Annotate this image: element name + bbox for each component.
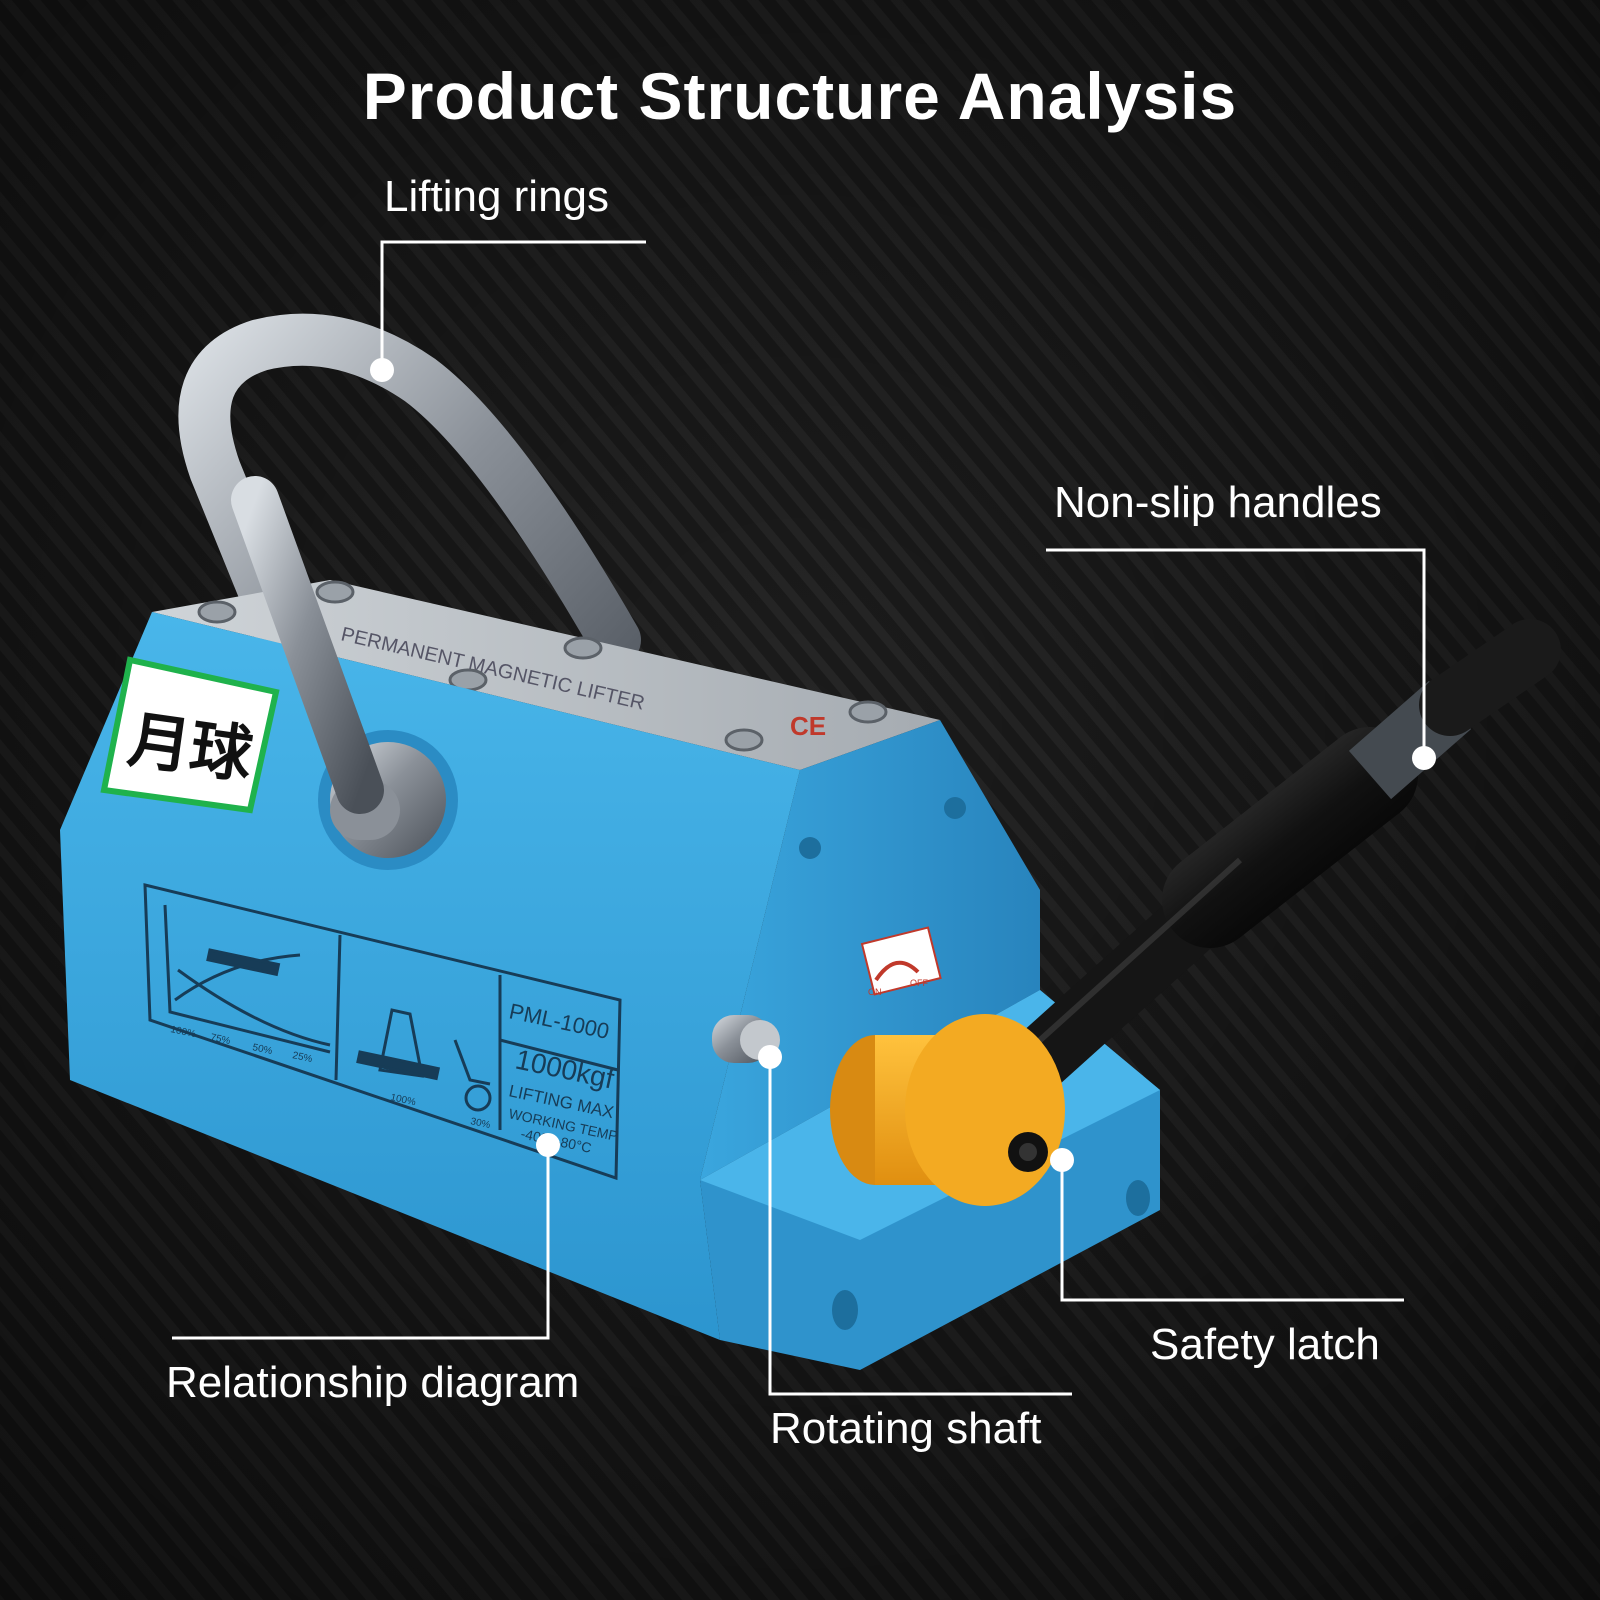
svg-text:100%: 100% bbox=[389, 1092, 416, 1108]
top-bolts bbox=[197, 580, 888, 752]
lifting-ring-front-arm bbox=[231, 476, 384, 814]
mount-holes bbox=[799, 797, 1150, 1330]
callout-relationship-diagram: Relationship diagram bbox=[166, 1358, 580, 1407]
callout-lifting-rings: Lifting rings bbox=[384, 172, 610, 221]
callout-rotating-shaft: Rotating shaft bbox=[770, 1404, 1042, 1453]
callout-non-slip-handles: Non-slip handles bbox=[1054, 478, 1382, 527]
shaft-cap-icon bbox=[830, 1014, 1065, 1206]
svg-text:75%: 75% bbox=[209, 1032, 231, 1047]
callout-lines bbox=[172, 240, 1426, 1396]
svg-text:25%: 25% bbox=[291, 1050, 313, 1065]
svg-text:OFF: OFF bbox=[910, 978, 928, 988]
svg-text:100%: 100% bbox=[169, 1024, 196, 1040]
ce-mark: CE bbox=[790, 711, 826, 741]
lifting-ring-icon bbox=[178, 313, 641, 816]
svg-text:ON: ON bbox=[868, 987, 882, 997]
safety-latch-icon bbox=[1019, 1143, 1037, 1161]
page-title: Product Structure Analysis bbox=[362, 59, 1238, 133]
callout-safety-latch: Safety latch bbox=[1150, 1320, 1380, 1369]
on-off-sticker: ON OFF bbox=[860, 926, 942, 997]
brand-tag-text: 月球 bbox=[124, 703, 258, 793]
svg-text:30%: 30% bbox=[469, 1116, 491, 1131]
brand-sticker bbox=[100, 656, 280, 814]
callout-dots bbox=[370, 358, 1436, 1172]
relationship-diagram-panel bbox=[143, 883, 622, 1181]
svg-text:50%: 50% bbox=[251, 1042, 273, 1057]
top-plate bbox=[152, 580, 940, 770]
